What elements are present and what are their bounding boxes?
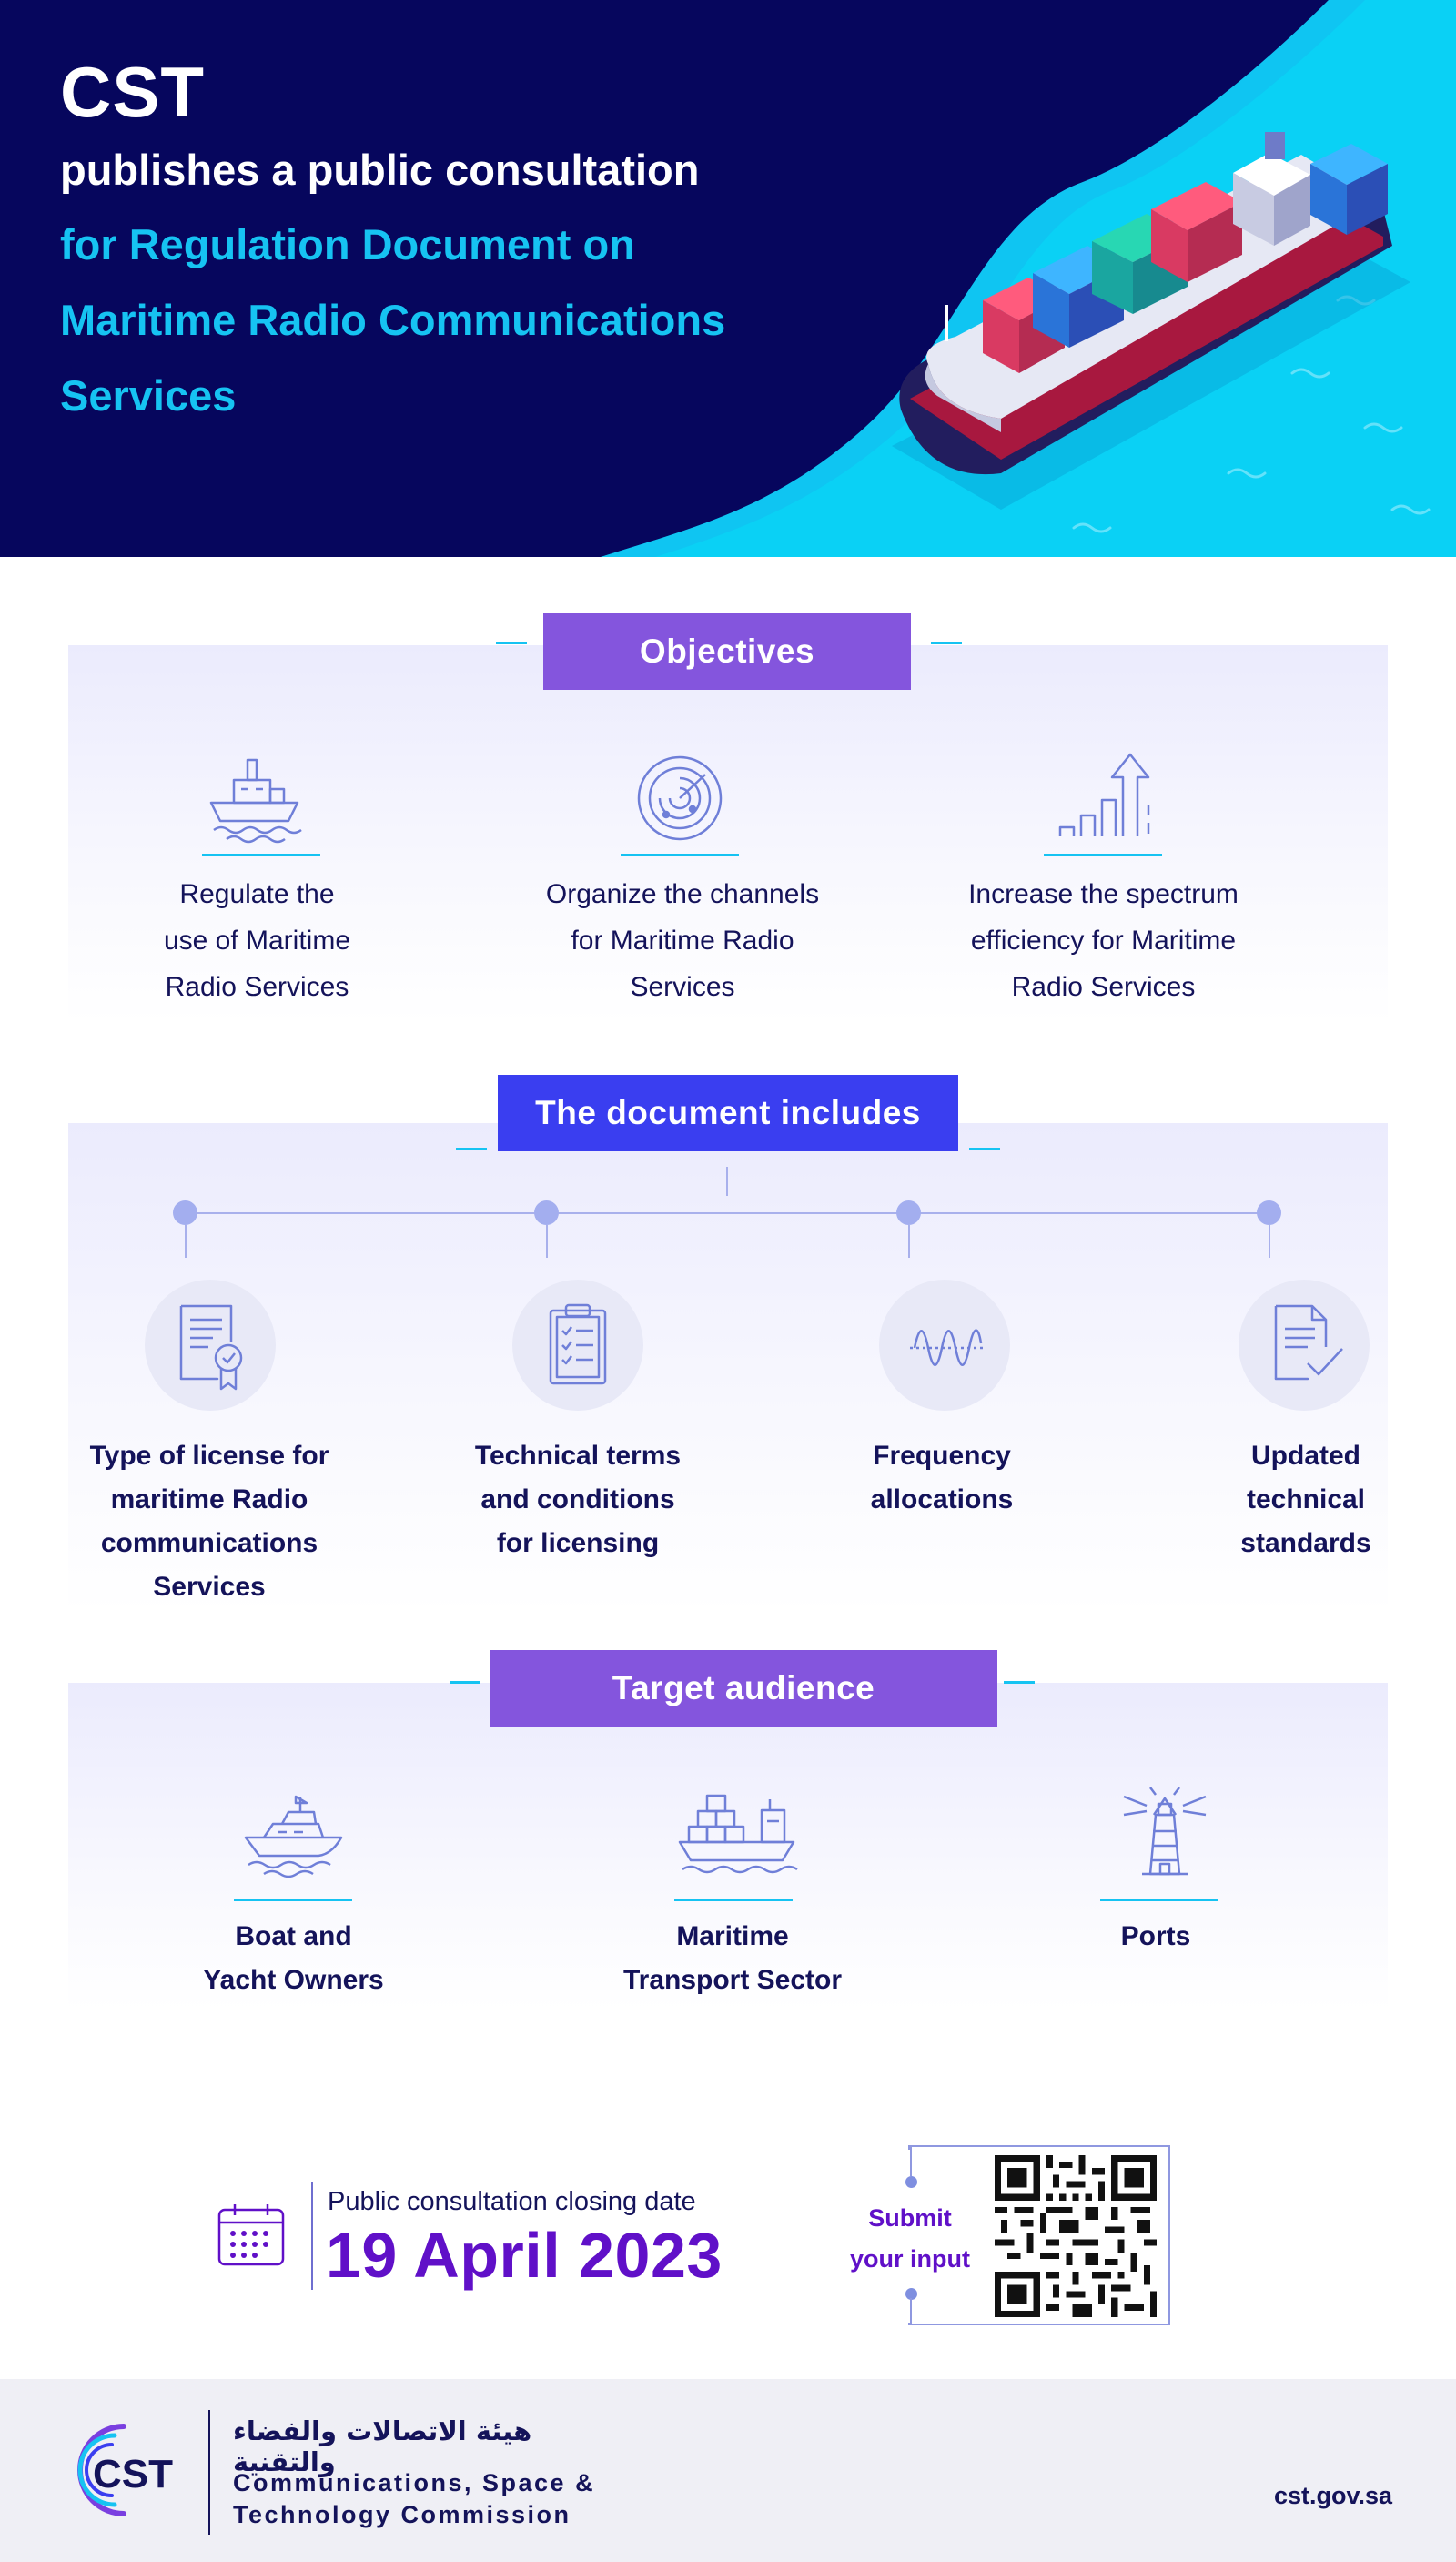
hero-line-1: publishes a public consultation [60, 146, 700, 194]
footer-english-name-1: Communications, Space & [233, 2469, 596, 2496]
document-check-icon [1274, 1304, 1343, 1381]
icon-underline [1100, 1899, 1218, 1901]
objective-text-1: Regulate the use of Maritime Radio Servi… [163, 879, 351, 1002]
hero-headline: CST publishes a public consultation for … [60, 50, 915, 433]
title-dash-left [456, 1148, 487, 1150]
footer-website-link[interactable]: cst.gov.sa [1274, 2482, 1393, 2509]
title-dash-right [1004, 1681, 1035, 1684]
hero-line-2: for Regulation Document on [60, 220, 635, 268]
timeline-stem [1269, 1225, 1270, 1258]
cst-logo-text: CST [93, 2452, 173, 2496]
timeline-dot [534, 1200, 559, 1225]
frame-gap-line [910, 2175, 912, 2295]
includes-text-1: Type of license for maritime Radio commu… [89, 1441, 329, 1602]
radar-icon [637, 755, 723, 841]
objectives-title: Objectives [543, 613, 911, 690]
audience-text-2: Maritime Transport Sector [622, 1921, 843, 1995]
audience-text-1: Boat and Yacht Owners [203, 1921, 384, 1995]
timeline-line [186, 1212, 1269, 1214]
hero-banner: CST publishes a public consultation for … [0, 0, 1456, 557]
document-includes-section: The document includes Type of license fo… [68, 1075, 1388, 1615]
deadline-divider [311, 2182, 313, 2290]
waveform-icon [910, 1329, 983, 1366]
objective-text-2: Organize the channels for Maritime Radio… [545, 879, 820, 1002]
cst-logo [77, 2424, 126, 2516]
closing-date-value: 19 April 2023 [326, 2220, 723, 2291]
icon-underline [674, 1899, 793, 1901]
icon-underline [202, 854, 320, 856]
target-audience-section: Target audience Boat and Yacht Owners [68, 1650, 1388, 2010]
clipboard-checklist-icon [549, 1303, 607, 1385]
timeline-stem-center [726, 1167, 728, 1196]
hero-line-3: Maritime Radio Communications [60, 296, 726, 344]
document-includes-title: The document includes [498, 1075, 958, 1151]
target-audience-title: Target audience [490, 1650, 997, 1727]
title-dash-right [931, 642, 962, 644]
includes-text-2: Technical terms and conditions for licen… [474, 1441, 682, 1558]
frame-segment [910, 2145, 912, 2176]
frame-segment [910, 2298, 912, 2325]
submit-input-label[interactable]: Submit your input [850, 2204, 970, 2273]
objectives-section: Objectives Regulate the use of Maritime … [68, 613, 1388, 1024]
lighthouse-icon [1123, 1787, 1207, 1876]
ship-icon [209, 758, 302, 844]
timeline-stem [185, 1225, 187, 1258]
timeline-stem [908, 1225, 910, 1258]
timeline-dot [1257, 1200, 1281, 1225]
audience-text-3: Ports [1120, 1921, 1191, 1951]
cargo-ship-icon [678, 1794, 798, 1874]
hero-brand: CST [60, 52, 205, 132]
icon-underline [1044, 854, 1162, 856]
timeline-dot [896, 1200, 921, 1225]
title-dash-left [496, 642, 527, 644]
closing-date-label: Public consultation closing date [328, 2187, 696, 2216]
timeline-dot [173, 1200, 197, 1225]
calendar-icon [217, 2204, 285, 2266]
icon-circle [145, 1280, 276, 1411]
footer: CST هيئة الاتصالات والفضاء والتقنية Comm… [0, 2379, 1456, 2562]
timeline-stem [546, 1225, 548, 1258]
icon-circle [1239, 1280, 1370, 1411]
container-ship-illustration [892, 132, 1410, 510]
title-dash-right [969, 1148, 1000, 1150]
title-dash-left [450, 1681, 480, 1684]
frame-dot [905, 2288, 917, 2300]
yacht-icon [244, 1795, 343, 1878]
footer-arabic-name: هيئة الاتصالات والفضاء والتقنية [233, 2415, 532, 2477]
objective-text-3: Increase the spectrum efficiency for Mar… [968, 879, 1239, 1002]
includes-text-4: Updated technical standards [1240, 1441, 1371, 1558]
icon-underline [621, 854, 739, 856]
icon-circle [879, 1280, 1010, 1411]
hero-line-4: Services [60, 371, 237, 420]
icon-underline [234, 1899, 352, 1901]
certificate-icon [179, 1304, 243, 1391]
footer-divider [208, 2410, 210, 2535]
growth-chart-icon [1058, 753, 1150, 836]
qr-code[interactable] [995, 2155, 1157, 2317]
footer-english-name-2: Technology Commission [233, 2501, 571, 2528]
includes-text-3: Frequency allocations [870, 1441, 1014, 1514]
frame-dot [905, 2176, 917, 2188]
